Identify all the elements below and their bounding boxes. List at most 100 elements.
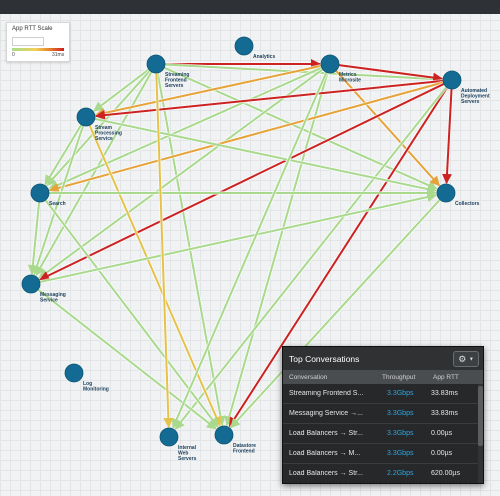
row-conversation: Messaging Service →... bbox=[289, 410, 363, 417]
row-conversation: Load Balancers → Str... bbox=[289, 430, 363, 437]
edge-streaming-stream_proc[interactable] bbox=[93, 68, 150, 112]
row-throughput: 3.3Gbps bbox=[387, 450, 414, 457]
table-row[interactable]: Load Balancers → M... 3.3Gbps 0.00µs bbox=[283, 444, 483, 464]
server-node-icon bbox=[76, 107, 96, 127]
app-rtt-legend: App RTT Scale 0 31ms bbox=[6, 22, 70, 62]
edge-automated-datastore[interactable] bbox=[228, 87, 448, 428]
server-node-icon bbox=[146, 54, 166, 74]
edge-automated-stream_proc[interactable] bbox=[94, 79, 444, 121]
row-rtt: 620.00µs bbox=[431, 470, 460, 477]
edge-metrics-internal[interactable] bbox=[171, 71, 328, 429]
node-label-line: Log bbox=[83, 381, 92, 387]
node-label-line: Frontend bbox=[233, 449, 255, 455]
edge-collectors-datastore[interactable] bbox=[230, 198, 441, 429]
top-conversations-panel: Top Conversations ⚙ ▼ Conversation Throu… bbox=[282, 346, 484, 484]
node-label-line: Collectors bbox=[455, 201, 480, 207]
edge-messaging-collectors[interactable] bbox=[39, 192, 438, 284]
node-label-line: Servers bbox=[461, 99, 480, 105]
edge-messaging-datastore[interactable] bbox=[37, 288, 217, 430]
row-throughput: 3.3Gbps bbox=[387, 390, 414, 397]
server-node-icon bbox=[442, 70, 462, 90]
row-rtt: 33.83ms bbox=[431, 390, 458, 397]
caret-down-icon: ▼ bbox=[468, 356, 474, 363]
column-conversation[interactable]: Conversation bbox=[289, 374, 328, 381]
edge-streaming-internal[interactable] bbox=[155, 72, 174, 429]
node-analytics[interactable]: Analytics bbox=[234, 36, 275, 60]
edge-streaming-automated[interactable] bbox=[164, 63, 444, 84]
node-collectors[interactable]: Collectors bbox=[436, 183, 480, 207]
node-label-line: Service bbox=[95, 136, 113, 142]
node-label-line: Deployment bbox=[461, 94, 490, 100]
column-app-rtt[interactable]: App RTT bbox=[433, 374, 459, 381]
node-label-line: Streaming bbox=[165, 72, 189, 78]
edge-metrics-search[interactable] bbox=[48, 66, 323, 190]
top-bar bbox=[0, 0, 500, 14]
legend-min-label: 0 bbox=[12, 52, 15, 58]
edge-metrics-automated[interactable] bbox=[338, 64, 444, 83]
row-conversation: Load Balancers → M... bbox=[289, 450, 361, 457]
node-search[interactable]: Search bbox=[30, 183, 66, 207]
table-row[interactable]: Load Balancers → Str... 2.2Gbps 620.00µs bbox=[283, 464, 483, 483]
table-row[interactable]: Load Balancers → Str... 3.3Gbps 0.00µs bbox=[283, 424, 483, 444]
legend-swatch bbox=[12, 37, 44, 46]
table-row[interactable]: Streaming Frontend S... 3.3Gbps 33.83ms bbox=[283, 384, 483, 404]
node-label-line: Internal bbox=[178, 445, 197, 451]
node-label: Search bbox=[49, 201, 66, 207]
row-rtt: 0.00µs bbox=[431, 450, 453, 457]
node-label-line: Servers bbox=[178, 456, 197, 462]
edge-automated-internal[interactable] bbox=[174, 86, 448, 430]
edge-automated-search[interactable] bbox=[48, 81, 444, 193]
server-node-icon bbox=[234, 36, 254, 56]
server-node-icon bbox=[30, 183, 50, 203]
edge-stream_proc-messaging[interactable] bbox=[32, 125, 85, 276]
row-throughput: 3.3Gbps bbox=[387, 410, 414, 417]
row-rtt: 0.00µs bbox=[431, 430, 453, 437]
table-row[interactable]: Messaging Service →... 3.3Gbps 33.83ms bbox=[283, 404, 483, 424]
edge-stream_proc-search[interactable] bbox=[44, 124, 83, 186]
edge-streaming-search[interactable] bbox=[45, 70, 151, 187]
settings-button[interactable]: ⚙ ▼ bbox=[453, 351, 479, 367]
panel-header: Top Conversations ⚙ ▼ bbox=[283, 347, 483, 371]
legend-title: App RTT Scale bbox=[12, 26, 53, 32]
edge-automated-messaging[interactable] bbox=[39, 83, 445, 281]
edge-metrics-stream_proc[interactable] bbox=[94, 64, 322, 118]
edge-metrics-datastore[interactable] bbox=[224, 72, 329, 427]
node-label-line: Search bbox=[49, 201, 66, 207]
row-conversation: Streaming Frontend S... bbox=[289, 390, 364, 397]
legend-gradient-bar bbox=[12, 48, 64, 51]
server-node-icon bbox=[436, 183, 456, 203]
server-node-icon bbox=[159, 427, 179, 447]
table-header: Conversation Throughput App RTT bbox=[283, 370, 483, 384]
edge-automated-collectors[interactable] bbox=[442, 88, 453, 185]
gear-icon: ⚙ bbox=[458, 354, 467, 364]
node-label-line: Frontend bbox=[165, 78, 187, 84]
node-label-line: Messaging bbox=[40, 292, 66, 298]
edge-metrics-messaging[interactable] bbox=[38, 68, 324, 279]
edge-stream_proc-datastore[interactable] bbox=[88, 124, 222, 427]
scroll-thumb[interactable] bbox=[478, 386, 483, 446]
column-throughput[interactable]: Throughput bbox=[382, 374, 416, 381]
node-label: Collectors bbox=[455, 201, 480, 207]
node-label-line: Microsite bbox=[339, 78, 361, 84]
edge-stream_proc-collectors[interactable] bbox=[94, 117, 438, 194]
node-label-line: Processing bbox=[95, 131, 122, 137]
edge-search-messaging[interactable] bbox=[27, 201, 41, 276]
scrollbar[interactable] bbox=[478, 384, 483, 483]
server-node-icon bbox=[320, 54, 340, 74]
node-label-line: Service bbox=[40, 298, 58, 304]
node-label-line: Web bbox=[178, 451, 188, 457]
